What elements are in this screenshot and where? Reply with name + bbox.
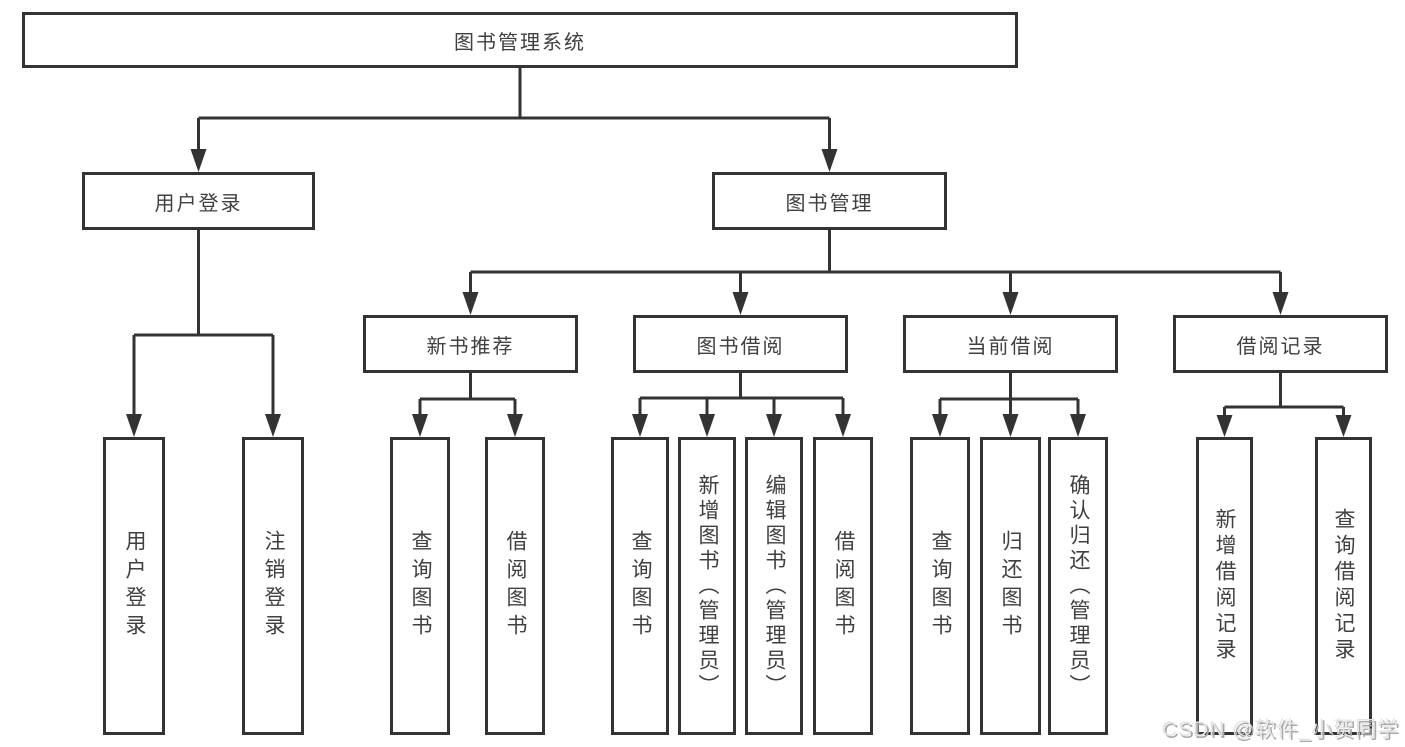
node-label: 图书管理 xyxy=(785,192,874,215)
leaf-add-borrow-record: 新增借阅记录 xyxy=(1196,437,1253,735)
leaf-borrow-books: 借阅图书 xyxy=(813,437,873,735)
leaf-user-login: 用户登录 xyxy=(103,437,165,735)
node-book-borrowing: 图书借阅 xyxy=(633,315,848,373)
leaf-query-books: 查询图书 xyxy=(910,437,970,735)
node-label: 图书借阅 xyxy=(696,335,785,358)
leaf-borrow-books: 借阅图书 xyxy=(485,437,545,735)
node-new-book-recommendation: 新书推荐 xyxy=(363,315,578,373)
leaf-query-books: 查询图书 xyxy=(611,437,669,735)
leaf-return-books: 归还图书 xyxy=(980,437,1041,735)
leaf-confirm-return-admin: 确认归还（管理员） xyxy=(1048,437,1108,735)
node-borrowing-records: 借阅记录 xyxy=(1173,315,1388,373)
node-library-management-system: 图书管理系统 xyxy=(22,12,1018,68)
csdn-watermark: CSDN @软件_小贺同学 xyxy=(1161,718,1399,741)
node-label: 新书推荐 xyxy=(426,335,515,358)
node-label: 借阅记录 xyxy=(1236,335,1325,358)
leaf-query-books: 查询图书 xyxy=(390,437,450,735)
node-user-login: 用户登录 xyxy=(82,172,315,230)
leaf-logout: 注销登录 xyxy=(242,437,304,735)
node-label: 图书管理系统 xyxy=(454,31,586,54)
node-current-borrowing: 当前借阅 xyxy=(903,315,1118,373)
node-label: 用户登录 xyxy=(154,192,243,215)
leaf-edit-books-admin: 编辑图书（管理员） xyxy=(745,437,803,735)
leaf-add-books-admin: 新增图书（管理员） xyxy=(678,437,736,735)
leaf-query-borrow-record: 查询借阅记录 xyxy=(1315,437,1372,735)
node-label: 当前借阅 xyxy=(966,335,1055,358)
node-book-management: 图书管理 xyxy=(712,172,947,230)
